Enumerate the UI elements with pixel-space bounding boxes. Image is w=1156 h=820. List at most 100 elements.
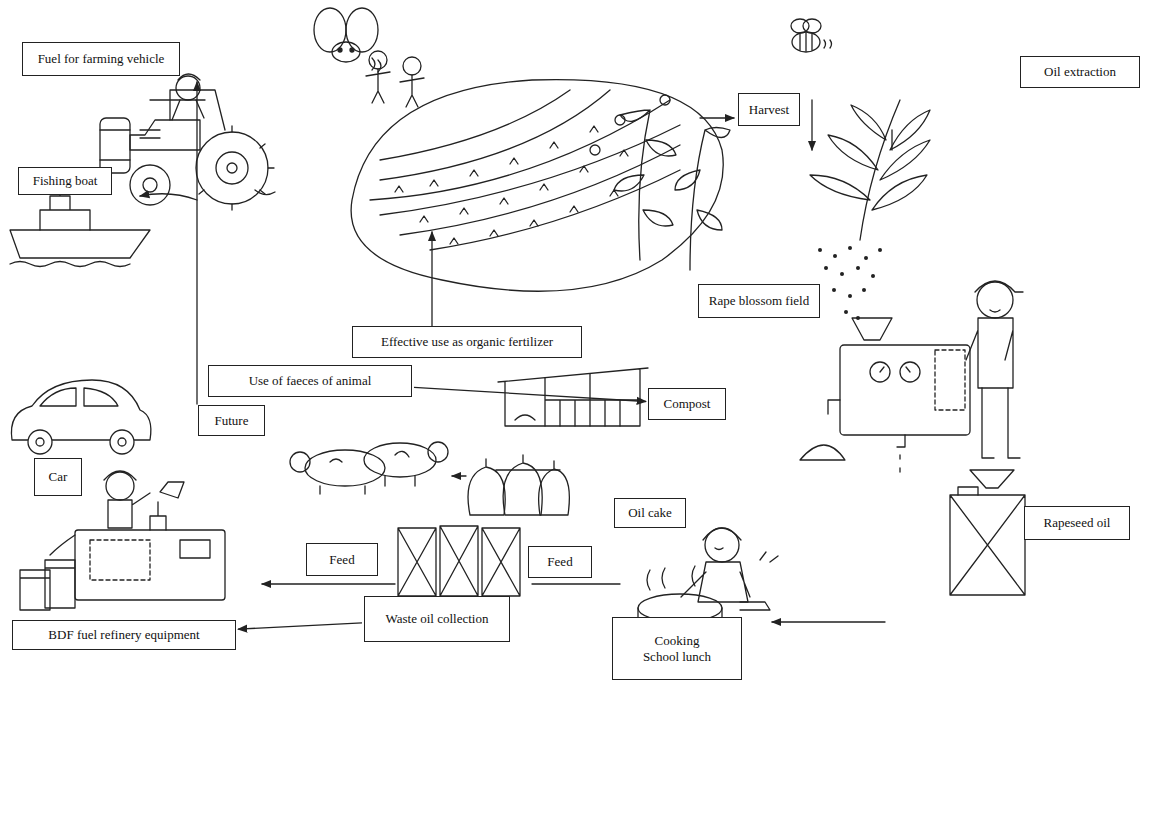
seeds-part <box>848 294 852 298</box>
flow-arrows-part <box>431 232 432 326</box>
cows-part <box>364 443 436 477</box>
box-text: Feed <box>547 554 572 570</box>
feed-bags-part <box>398 528 436 596</box>
bee-part <box>350 48 354 52</box>
cows-part <box>290 452 310 472</box>
tractor-part <box>130 165 170 205</box>
tractor-part <box>199 126 274 210</box>
rape-blossom-field-part <box>395 126 628 244</box>
cows-part <box>320 459 365 494</box>
label-box: Cooking School lunch <box>612 617 742 680</box>
seeds-part <box>871 274 875 278</box>
oil-press-part <box>828 400 840 414</box>
fishing-boat-part <box>10 262 130 267</box>
seeds-part <box>864 256 868 260</box>
girl-cooking-part <box>740 602 770 610</box>
bee-part <box>314 8 346 52</box>
rape-plant-part <box>810 105 886 200</box>
girl-cooking-part <box>681 562 750 602</box>
box-text: Harvest <box>749 102 789 118</box>
tractor-part <box>143 178 157 192</box>
oil-press-part <box>935 350 965 410</box>
bdf-refinery-part <box>150 502 166 530</box>
flow-arrows-part <box>811 100 812 150</box>
rape-plant-part <box>872 110 930 210</box>
box-text: Car <box>49 469 68 485</box>
rape-blossom-field-part <box>351 80 723 292</box>
label-box: Feed <box>528 546 592 578</box>
seeds-part <box>818 248 822 252</box>
bee-part <box>346 8 378 52</box>
rape-plant-part <box>860 100 900 240</box>
tractor-part <box>216 152 248 184</box>
tractor-part <box>140 130 160 138</box>
rape-plant <box>810 100 930 240</box>
oil-press-part <box>897 435 905 472</box>
box-text: Rapeseed oil <box>1044 515 1111 531</box>
flow-arrows-part <box>772 621 885 622</box>
cows-part <box>428 442 448 462</box>
seeds-part <box>824 266 828 270</box>
flow-arrows-part <box>140 194 197 200</box>
rape-blossom-field-part <box>369 51 387 69</box>
tractor-part <box>227 163 237 173</box>
tractor-part <box>130 120 200 150</box>
seeds <box>818 246 882 320</box>
seeds-part <box>848 246 852 250</box>
tractor-part <box>100 130 130 160</box>
car <box>11 380 150 454</box>
label-box: Use of faeces of animal <box>208 365 412 397</box>
girl-cooking-part <box>715 548 723 550</box>
oil-press-part <box>975 281 1023 292</box>
car-part <box>11 380 150 440</box>
label-box: BDF fuel refinery equipment <box>12 620 236 650</box>
compost-sacks-part <box>468 459 505 515</box>
seeds-part <box>832 288 836 292</box>
seeds-part <box>856 266 860 270</box>
flow-arrows-part <box>452 475 466 476</box>
compost-sacks-part <box>539 461 570 515</box>
flow-arrows <box>140 82 892 622</box>
tractor-part <box>172 100 204 120</box>
oil-press-part <box>880 367 910 372</box>
flow-arrow <box>238 623 362 629</box>
label-box: Fishing boat <box>18 167 112 195</box>
label-box: Fuel for farming vehicle <box>22 42 180 76</box>
label-box: Rapeseed oil <box>1024 506 1130 540</box>
label-box: Oil extraction <box>1020 56 1140 88</box>
label-box: Oil cake <box>614 498 686 528</box>
box-text: Effective use as organic fertilizer <box>381 334 553 350</box>
bee-part <box>332 42 360 62</box>
cows <box>290 442 448 494</box>
car-part <box>40 388 118 406</box>
feed-bags <box>398 526 520 596</box>
car-part <box>36 438 44 446</box>
car-part <box>28 430 52 454</box>
oil-press-part <box>840 345 970 435</box>
seeds-part <box>833 254 837 258</box>
bee-part <box>824 40 832 48</box>
girl-cooking <box>638 528 778 631</box>
seeds-part <box>878 248 882 252</box>
oil-press-part <box>990 310 1000 312</box>
oil-press-part <box>977 282 1013 318</box>
tractor-part <box>178 74 200 80</box>
bdf-refinery-part <box>45 560 75 608</box>
box-text: Oil cake <box>628 505 672 521</box>
bdf-refinery-part <box>160 482 184 498</box>
flow-arrows-part <box>532 583 620 584</box>
rape-blossom-field-part <box>614 110 676 260</box>
label-box: Rape blossom field <box>698 284 820 318</box>
seeds-part <box>840 272 844 276</box>
cows-part <box>305 450 385 486</box>
bee <box>314 8 381 72</box>
compost-sacks-part <box>503 455 542 515</box>
rape-blossom-field-part <box>675 128 730 271</box>
flow-arrows-part <box>262 583 395 584</box>
oil-press <box>800 281 1023 472</box>
label-box: Compost <box>648 388 726 420</box>
box-text: Compost <box>664 396 711 412</box>
box-text: Waste oil collection <box>386 611 489 627</box>
